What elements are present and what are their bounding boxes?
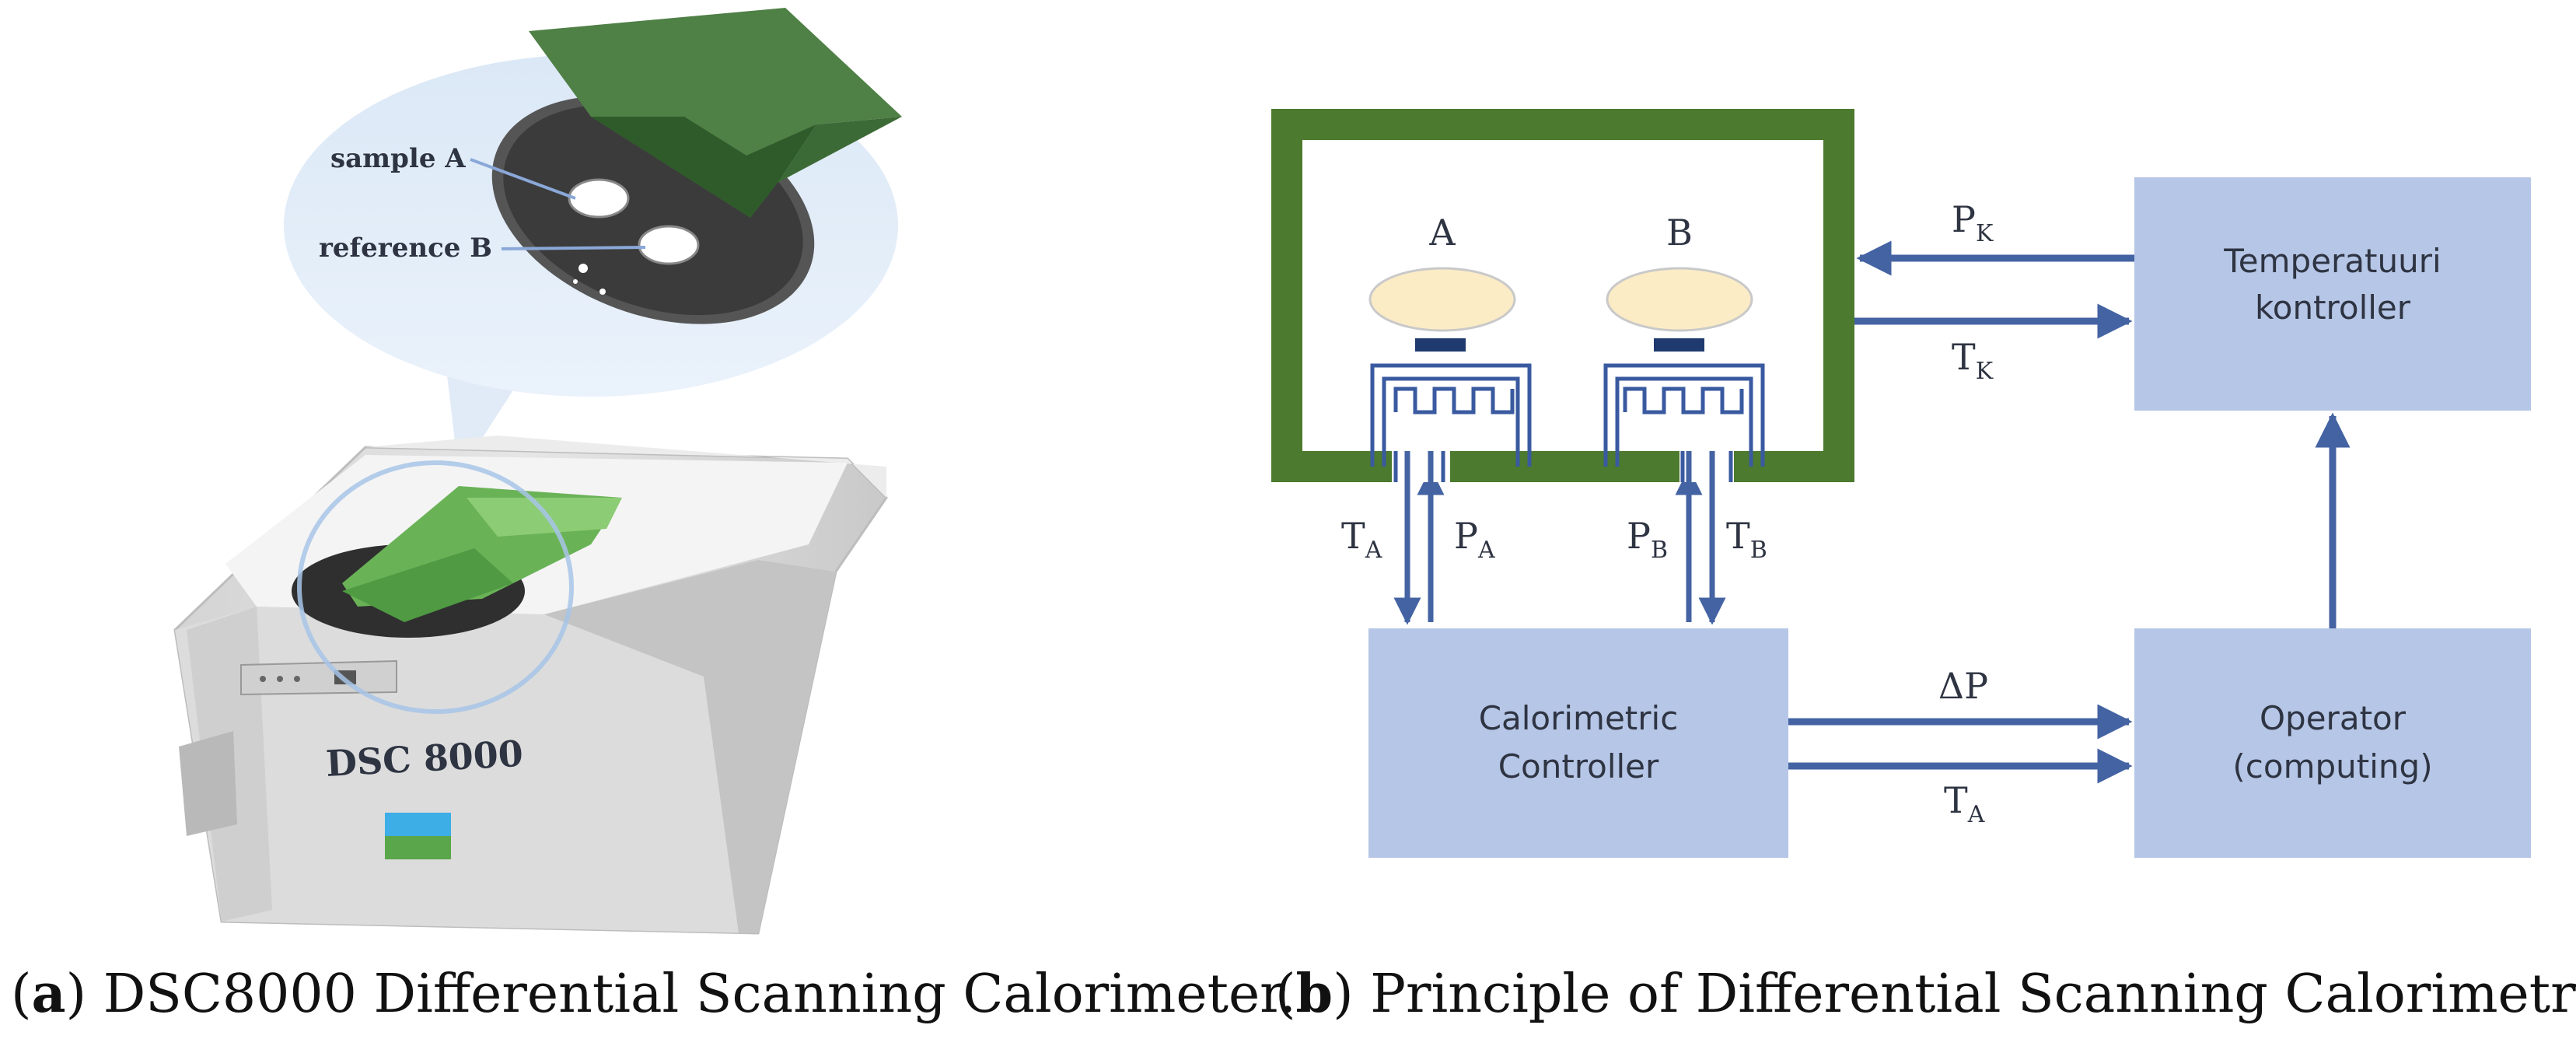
magnifier-ring — [297, 460, 574, 714]
operator-block — [2134, 628, 2531, 858]
caption-a-text: DSC8000 Differential Scanning Calorimete… — [103, 964, 1296, 1025]
label-pa-lead: PA — [1454, 515, 1495, 564]
panel-a-instrument: sample A reference B DSC 8000 — [0, 0, 1229, 949]
label-tk: TK — [1952, 336, 1994, 385]
dsc-principle-diagram: A B TA PA PB TB Temperatuuri kontroller — [1271, 109, 2531, 858]
label-pk: PK — [1952, 198, 1994, 247]
badge-blue — [385, 813, 451, 836]
caption-b: (b) Principle of Differential Scanning C… — [1275, 963, 2576, 1025]
sensor-a — [1415, 338, 1466, 352]
badge-green — [385, 836, 451, 859]
green-lid-instrument — [292, 486, 622, 638]
sensor-b — [1654, 338, 1704, 352]
calorimetric-controller-block — [1368, 628, 1788, 858]
caption-a: (a) DSC8000 Differential Scanning Calori… — [11, 963, 1296, 1025]
pan-a-label: A — [1428, 212, 1456, 254]
label-delta-p: ΔP — [1938, 665, 1988, 707]
green-lid-magnified — [529, 8, 902, 218]
cal-controller-line1: Calorimetric — [1479, 699, 1679, 737]
label-ta-lead: TA — [1341, 515, 1382, 564]
heater-b — [1603, 363, 1765, 467]
operator-line2: (computing) — [2232, 747, 2432, 785]
label-tb-lead: TB — [1726, 515, 1767, 564]
pan-a — [1368, 267, 1516, 332]
reference-b-well — [638, 225, 700, 265]
sample-a-well — [568, 178, 630, 219]
device-name: DSC 8000 — [325, 733, 524, 785]
label-ta-out: TA — [1944, 779, 1985, 828]
heater-a — [1370, 363, 1532, 467]
temp-controller-line2: kontroller — [2255, 289, 2411, 327]
dsc8000-illustration: sample A reference B DSC 8000 — [173, 8, 902, 935]
temperature-controller-block — [2134, 177, 2531, 411]
caption-b-letter: b — [1295, 963, 1333, 1025]
reference-pointer — [501, 246, 646, 250]
cal-controller-line2: Controller — [1498, 747, 1659, 785]
label-sample-a: sample A — [330, 143, 466, 174]
panel-b-principle: A B TA PA PB TB Temperatuuri kontroller — [1229, 0, 2576, 949]
sample-pointer — [470, 158, 576, 200]
caption-b-text: Principle of Differential Scanning Calor… — [1370, 964, 2576, 1025]
label-reference-b: reference B — [319, 233, 492, 264]
furnace-chamber — [1271, 109, 1854, 482]
pan-b — [1606, 267, 1753, 332]
temp-controller-line1: Temperatuuri — [2223, 242, 2441, 280]
caption-a-letter: a — [31, 963, 66, 1025]
pan-b-label: B — [1666, 212, 1693, 254]
operator-line1: Operator — [2260, 699, 2406, 737]
label-pb-lead: PB — [1627, 515, 1668, 564]
